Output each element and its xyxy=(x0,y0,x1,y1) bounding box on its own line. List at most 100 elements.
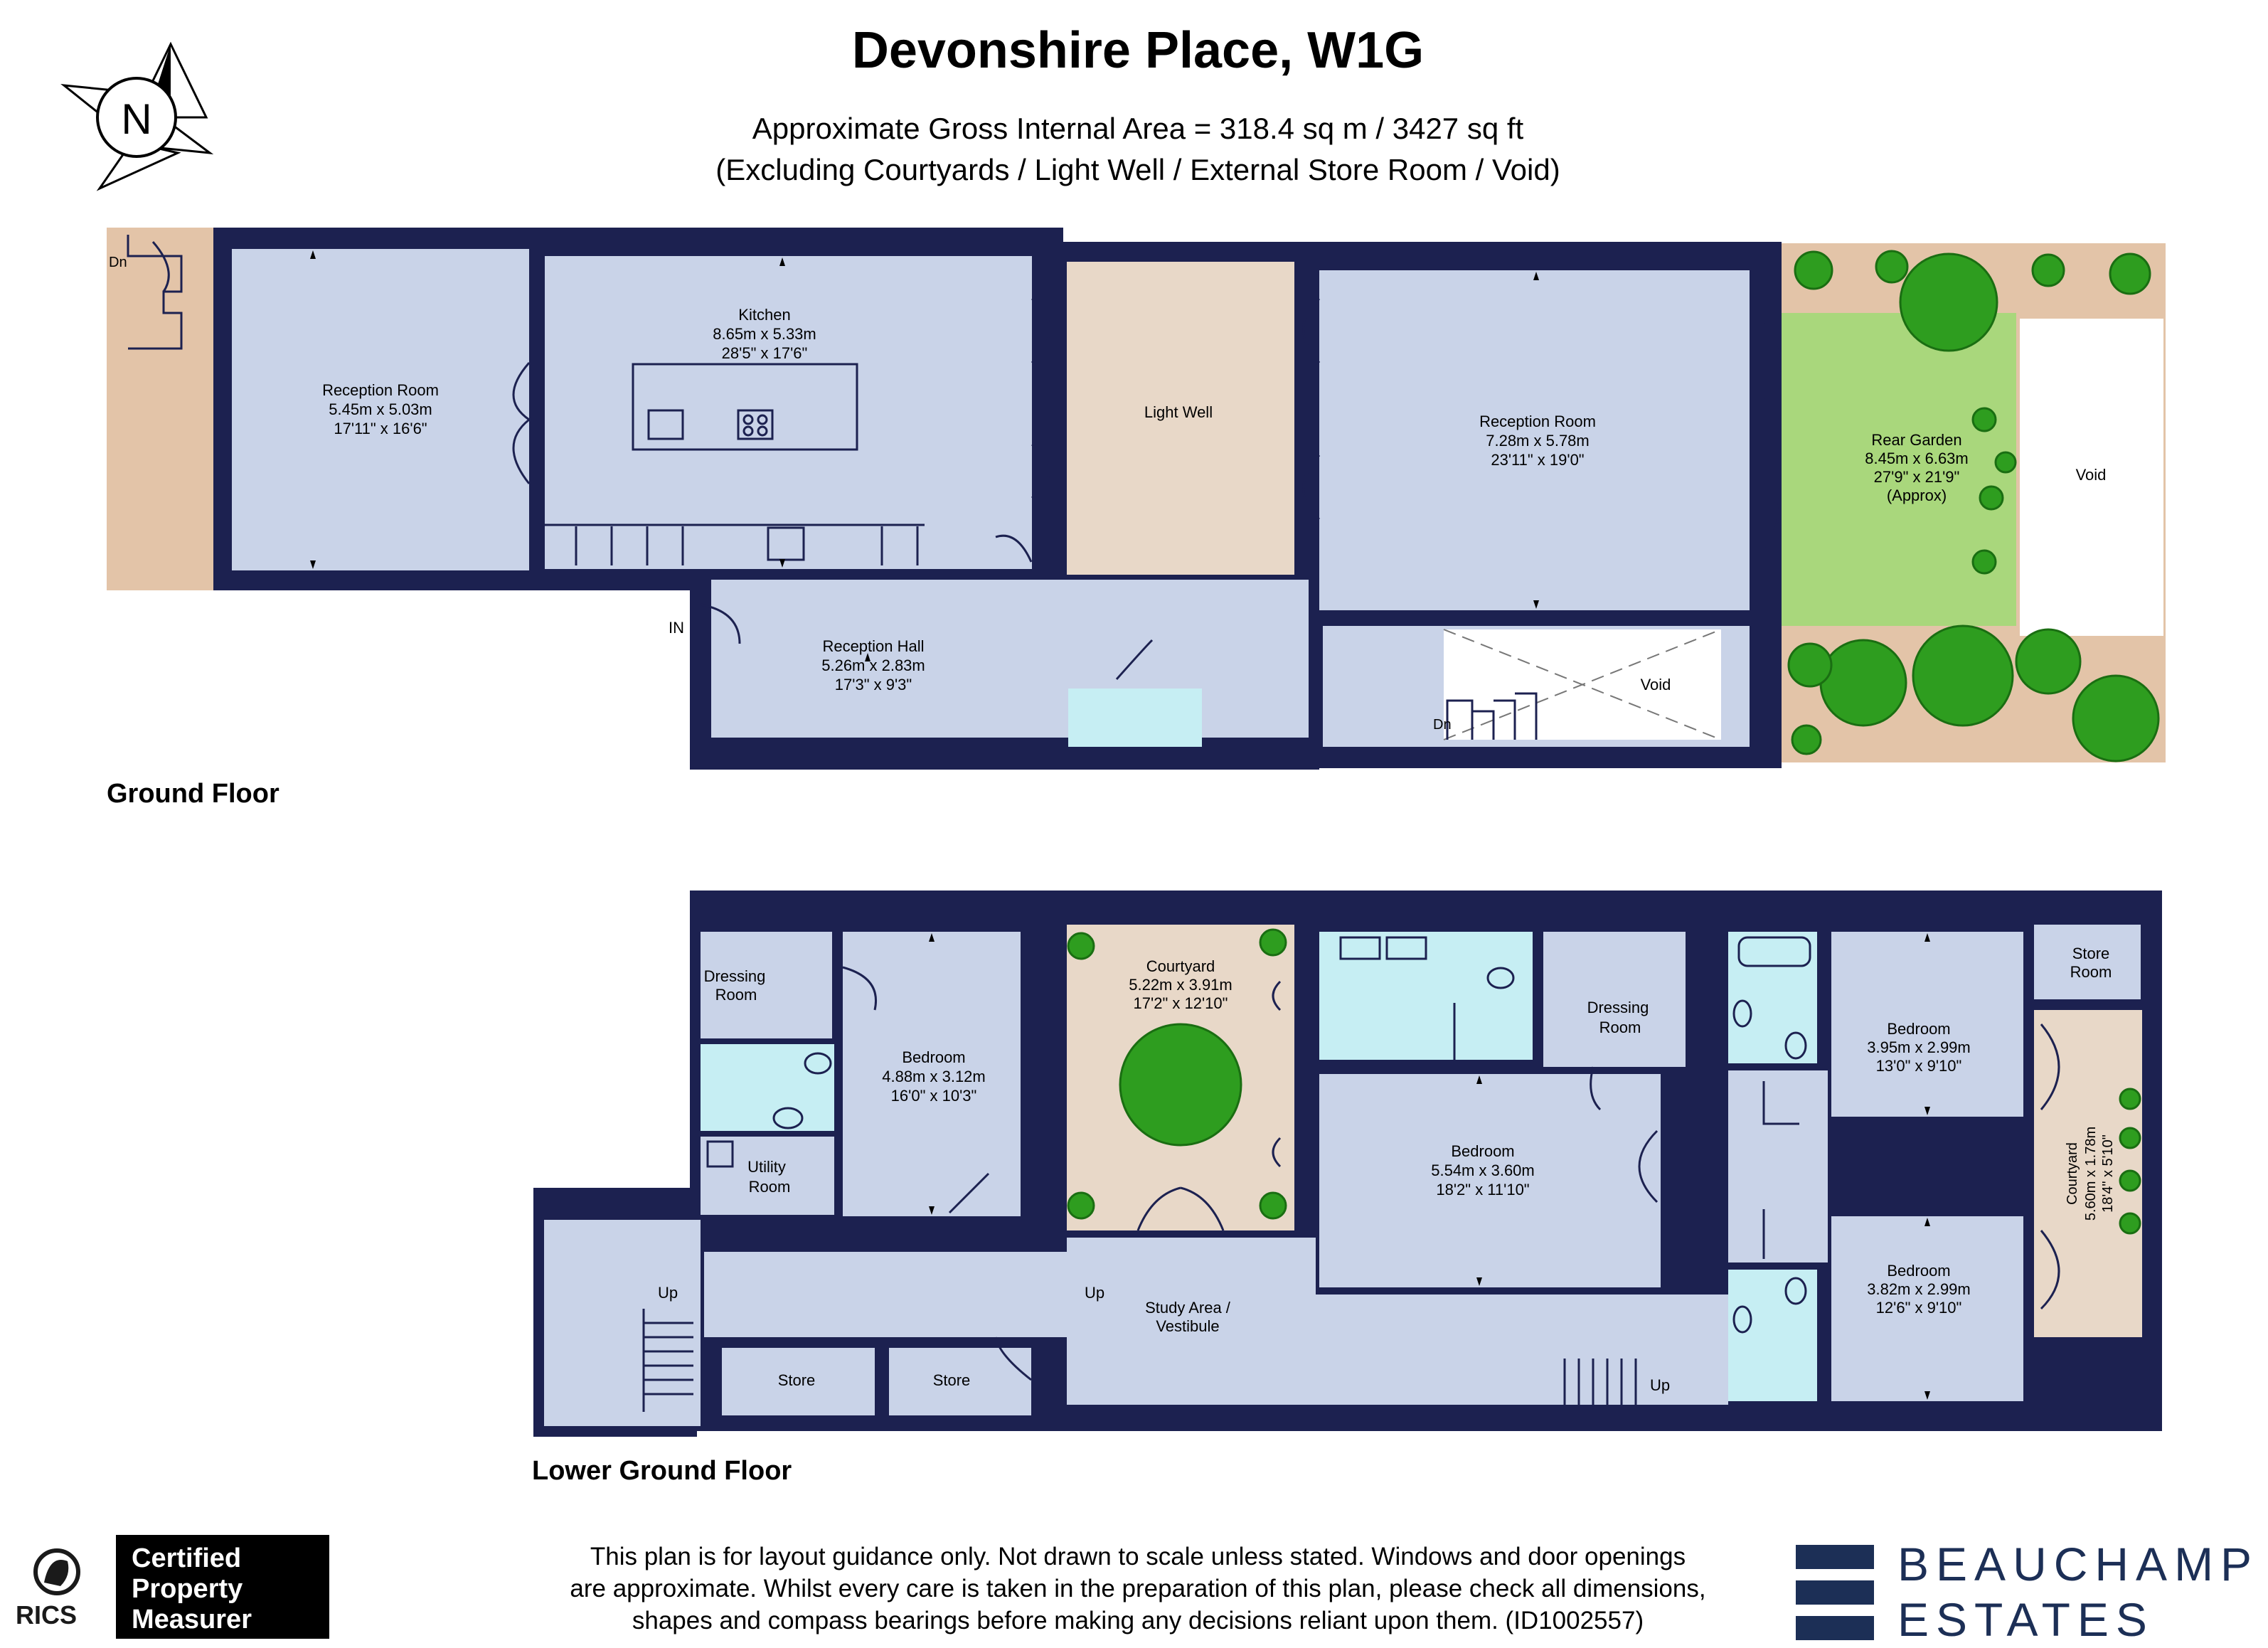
utility-room-label-2: Room xyxy=(749,1178,791,1196)
ensuite-left xyxy=(701,1044,834,1131)
bedroom-right-top-metric: 3.95m x 2.99m xyxy=(1867,1038,1971,1056)
reception-hall-imperial: 17'3" x 9'3" xyxy=(835,676,912,693)
bedroom-right-top-imperial: 13'0" x 9'10" xyxy=(1876,1057,1962,1075)
bedroom-right-bottom-imperial: 12'6" x 9'10" xyxy=(1876,1299,1962,1317)
rear-garden-metric: 8.45m x 6.63m xyxy=(1865,450,1969,467)
bedroom-right-top-label: Bedroom xyxy=(1887,1020,1950,1038)
lower-ground-floor-label: Lower Ground Floor xyxy=(532,1456,792,1486)
bedroom-center-imperial: 18'2" x 11'10" xyxy=(1436,1181,1529,1198)
reception-room-front-imperial: 17'11" x 16'6" xyxy=(334,420,427,437)
rics-label: RICS xyxy=(16,1600,77,1630)
store-b-label: Store xyxy=(933,1371,971,1389)
dressing-room-left-label-1: Dressing xyxy=(704,967,766,985)
courtyard-center-metric: 5.22m x 3.91m xyxy=(1129,976,1233,994)
garden-trees xyxy=(1787,250,2160,762)
bedroom-right-bottom-label: Bedroom xyxy=(1887,1262,1950,1280)
lower-hall xyxy=(1316,1295,1728,1405)
ground-floor-plan: Dn IN Dn Reception Room 5.45m x 5.03m 17… xyxy=(107,228,2166,809)
light-well xyxy=(1067,262,1294,575)
stairs-down-rear: Dn xyxy=(1433,717,1452,733)
rear-garden-imperial: 27'9" x 21'9" xyxy=(1874,468,1960,486)
dressing-room-center xyxy=(1543,932,1686,1067)
reception-room-front-metric: 5.45m x 5.03m xyxy=(329,400,432,418)
kitchen-imperial: 28'5" x 17'6" xyxy=(722,344,808,362)
bedroom-center xyxy=(1319,1074,1661,1287)
brand-line-1: BEAUCHAMP xyxy=(1897,1538,2259,1590)
store-a-label: Store xyxy=(778,1371,816,1389)
courtyard-right-label: Courtyard xyxy=(2065,1142,2080,1205)
entrance-marker: IN xyxy=(669,619,684,637)
ensuite-right-top xyxy=(1728,932,1817,1063)
corridor-right xyxy=(1728,1070,1828,1262)
reception-room-rear xyxy=(1319,270,1750,610)
dressing-room-center-label-1: Dressing xyxy=(1587,999,1649,1016)
dressing-room-left-label-2: Room xyxy=(715,986,757,1004)
kitchen xyxy=(545,256,1032,569)
kitchen-island xyxy=(632,363,858,451)
study-label-1: Study Area / xyxy=(1145,1299,1231,1317)
cert-line-2: Property xyxy=(132,1574,243,1604)
courtyard-center-label: Courtyard xyxy=(1146,957,1215,975)
certified-measurer-badge: Certified Property Measurer xyxy=(116,1535,329,1639)
store-room-label-1: Store xyxy=(2072,945,2110,962)
utility-room xyxy=(701,1137,834,1215)
reception-room-rear-metric: 7.28m x 5.78m xyxy=(1486,432,1590,450)
study-area xyxy=(1067,1238,1316,1405)
compass-label: N xyxy=(121,95,151,143)
stairs-up-center: Up xyxy=(1085,1284,1104,1302)
reception-room-rear-label: Reception Room xyxy=(1479,413,1596,430)
ensuite-right-bottom xyxy=(1728,1270,1817,1401)
stairs-up-left: Up xyxy=(658,1284,678,1302)
rear-garden xyxy=(1782,313,2016,626)
bedroom-right-top xyxy=(1831,932,2023,1117)
dimension-ticks xyxy=(310,250,1539,661)
dressing-room-left xyxy=(701,932,832,1038)
beauchamp-estates-logo: BEAUCHAMP ESTATES xyxy=(1796,1538,2259,1646)
bedroom-left-metric: 4.88m x 3.12m xyxy=(882,1068,986,1085)
stairs-up-right: Up xyxy=(1650,1376,1670,1394)
page-title: Devonshire Place, W1G xyxy=(852,22,1424,79)
cert-line-1: Certified xyxy=(132,1543,241,1573)
front-steps xyxy=(107,228,213,590)
lower-ground-floor-plan: Dressing Room Bedroom 4.88m x 3.12m 16'0… xyxy=(532,891,2162,1486)
reception-room-front-label: Reception Room xyxy=(322,381,439,399)
reception-hall-metric: 5.26m x 2.83m xyxy=(821,656,925,674)
courtyard-tree xyxy=(1119,1023,1242,1147)
reception-hall-label: Reception Hall xyxy=(822,637,924,655)
reception-room-rear-imperial: 23'11" x 19'0" xyxy=(1491,451,1584,469)
bedroom-left-imperial: 16'0" x 10'3" xyxy=(891,1087,977,1105)
bedroom-right-bottom xyxy=(1831,1216,2023,1401)
void-right-label: Void xyxy=(2076,466,2107,484)
cert-line-3: Measurer xyxy=(132,1605,252,1634)
dressing-room-center-label-2: Room xyxy=(1599,1019,1641,1036)
light-well-label: Light Well xyxy=(1144,403,1213,421)
store-room-label-2: Room xyxy=(2070,963,2112,981)
disclaimer-line-1: This plan is for layout guidance only. N… xyxy=(590,1543,1686,1570)
courtyard-right-imperial: 18'4" x 5'10" xyxy=(2100,1134,2116,1213)
utility-room-label-1: Utility xyxy=(747,1158,786,1176)
void-right xyxy=(2020,319,2163,636)
north-arrow-icon: N xyxy=(60,41,214,191)
ground-floor-label: Ground Floor xyxy=(107,779,279,809)
area-exclusions: (Excluding Courtyards / Light Well / Ext… xyxy=(715,153,1560,186)
reception-room-front xyxy=(232,249,529,570)
void-lower-label: Void xyxy=(1641,676,1671,693)
kitchen-metric: 8.65m x 5.33m xyxy=(713,325,816,343)
kitchen-label: Kitchen xyxy=(738,306,790,324)
bedroom-right-bottom-metric: 3.82m x 2.99m xyxy=(1867,1280,1971,1298)
area-summary: Approximate Gross Internal Area = 318.4 … xyxy=(752,112,1524,145)
rear-garden-note: (Approx) xyxy=(1887,487,1947,504)
disclaimer-line-3: shapes and compass bearings before makin… xyxy=(632,1607,1644,1634)
bedroom-left xyxy=(843,932,1021,1216)
lower-corridor-left xyxy=(704,1252,1067,1337)
stairs-down-front: Dn xyxy=(109,255,127,270)
courtyard-right-size: 5.60m x 1.78m xyxy=(2083,1127,2099,1221)
lower-dimension-ticks xyxy=(929,933,1930,1400)
rear-garden-label: Rear Garden xyxy=(1871,431,1961,449)
bedroom-center-label: Bedroom xyxy=(1451,1142,1514,1160)
courtyard-center-imperial: 17'2" x 12'10" xyxy=(1134,994,1228,1012)
disclaimer-line-2: are approximate. Whilst every care is ta… xyxy=(570,1575,1705,1602)
rics-logo: RICS xyxy=(16,1548,80,1630)
bedroom-left-label: Bedroom xyxy=(902,1048,965,1066)
